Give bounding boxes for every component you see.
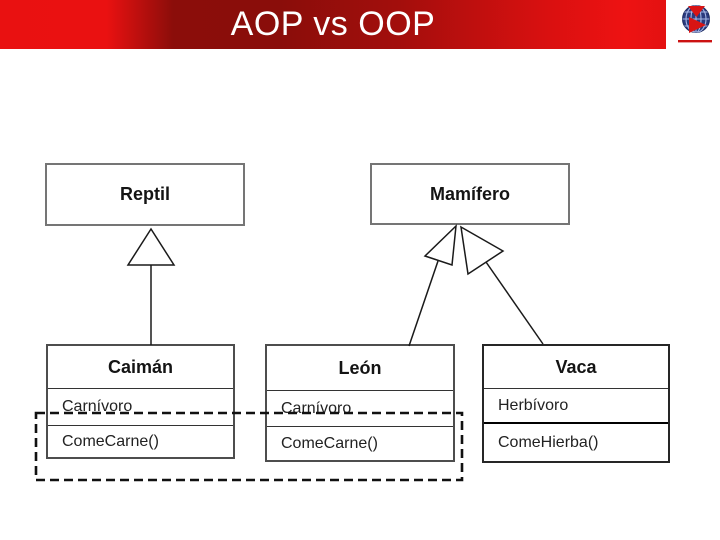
class-method: ComeHierba(): [484, 422, 668, 461]
class-method: ComeCarne(): [267, 426, 453, 460]
globe-logo-graphic: [678, 5, 712, 43]
class-name: Vaca: [555, 356, 597, 377]
class-attribute: Carnívoro: [267, 390, 453, 426]
generalization-arrow-leon-mamifero: [408, 224, 457, 347]
class-name: Mamífero: [429, 183, 510, 204]
class-attribute: Herbívoro: [484, 388, 668, 422]
slide-title-bar: AOP vs OOP: [0, 0, 666, 49]
slide-title: AOP vs OOP: [230, 5, 436, 43]
logo-triangle-down: [688, 6, 705, 17]
class-box-leon: León Carnívoro ComeCarne(): [265, 344, 455, 462]
class-name: León: [338, 357, 382, 378]
logo-triangle-right: [689, 17, 706, 33]
class-attribute: Carnívoro: [48, 388, 233, 425]
class-method: ComeCarne(): [48, 425, 233, 457]
class-box-caiman: Caimán Carnívoro ComeCarne(): [46, 344, 235, 459]
class-box-mamifero: Mamífero: [370, 163, 570, 225]
class-box-reptil: Reptil: [45, 163, 245, 226]
generalization-arrow-vaca-mamifero: [460, 225, 544, 345]
class-name: Reptil: [119, 184, 170, 204]
globe-logo: [676, 3, 717, 45]
class-box-vaca: Vaca Herbívoro ComeHierba(): [482, 344, 670, 463]
generalization-arrow-caiman-reptil: [126, 227, 176, 345]
logo-underline: [678, 40, 712, 43]
class-name: Caimán: [107, 356, 174, 377]
